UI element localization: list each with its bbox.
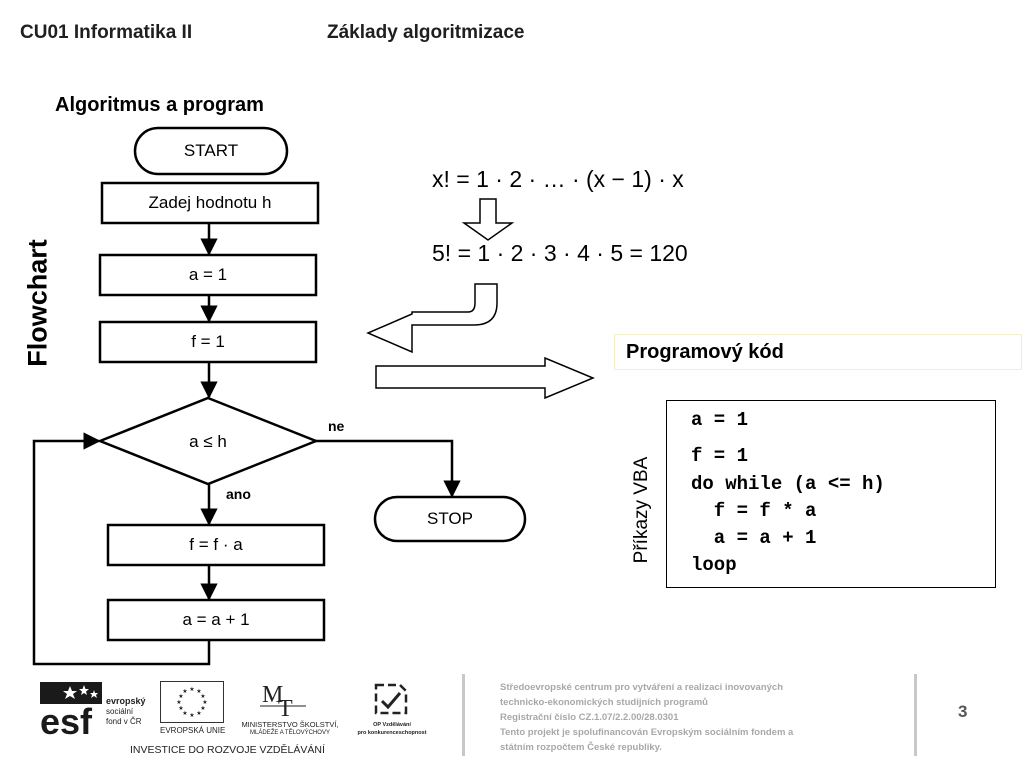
esf-text: evropský [106, 696, 146, 706]
footer-separator-right [914, 674, 917, 756]
program-code-title: Programový kód [614, 334, 1022, 370]
svg-text:★: ★ [178, 705, 183, 712]
start-label: START [183, 141, 239, 160]
svg-text:T: T [278, 696, 293, 718]
input-label: Zadej hodnotu h [148, 193, 272, 212]
down-arrow-icon [461, 198, 515, 241]
svg-text:★: ★ [202, 699, 207, 706]
svg-text:★: ★ [182, 688, 187, 695]
init-a-label: a = 1 [188, 265, 228, 284]
code-box: a = 1 f = 1 do while (a <= h) f = f * a … [666, 400, 996, 588]
factorial-example: 5! = 1 · 2 · 3 · 4 · 5 = 120 [432, 240, 688, 266]
eu-flag-icon: ★★★★ ★★★★ ★★★★ [160, 681, 224, 723]
section-title: Algoritmus a program [55, 94, 264, 116]
footer-line: Středoevropské centrum pro vytváření a r… [500, 682, 784, 693]
slogan-text: INVESTICE DO ROZVOJE VZDĚLÁVÁNÍ [130, 744, 325, 756]
footer-line: státním rozpočtem České republiky. [500, 742, 662, 753]
footer-line: Tento projekt je spolufinancován Evropsk… [500, 727, 794, 738]
init-f-box [98, 320, 318, 364]
step-a-label: a = a + 1 [182, 610, 250, 629]
arrow-cond-no-to-stop [316, 439, 461, 498]
condition-label: a ≤ h [189, 432, 227, 451]
svg-text:★: ★ [196, 710, 201, 717]
page-number: 3 [958, 702, 968, 721]
esf-logo-icon: esf [40, 682, 102, 742]
op-text-line1: OP Vzdělávání [373, 722, 411, 728]
code-line: loop [691, 554, 737, 576]
code-line: f = 1 [691, 445, 749, 467]
svg-text:★: ★ [196, 688, 201, 695]
input-box [100, 181, 320, 225]
svg-text:★: ★ [200, 693, 205, 700]
svg-text:★: ★ [189, 712, 194, 719]
right-arrow-icon [375, 356, 595, 400]
code-line: f = f * a [691, 500, 817, 522]
code-line: a = a + 1 [691, 527, 817, 549]
svg-text:M: M [262, 682, 283, 708]
svg-text:esf: esf [40, 701, 93, 736]
svg-text:★: ★ [200, 705, 205, 712]
code-line: do while (a <= h) [691, 473, 885, 495]
esf-text-line3: fond v ČR [106, 717, 142, 726]
no-label: ne [328, 418, 345, 434]
msmt-logo-icon: M T [258, 680, 308, 722]
start-terminal [133, 126, 289, 176]
msmt-text-line2: MLÁDEŽE A TĚLOVÝCHOVY [250, 730, 330, 736]
svg-text:★: ★ [176, 699, 181, 706]
footer-line: technicko-ekonomických studijních progra… [500, 697, 708, 708]
svg-text:★: ★ [182, 710, 187, 717]
stop-label: STOP [427, 509, 473, 528]
footer-separator-left [462, 674, 465, 756]
msmt-text-line1: MINISTERSTVO ŠKOLSTVÍ, [241, 720, 339, 729]
init-f-label: f = 1 [191, 332, 225, 351]
code-line: a = 1 [691, 409, 749, 431]
topic-title: Základy algoritmizace [327, 22, 525, 43]
op-logo-icon [370, 681, 412, 719]
loop-back-arrow [32, 432, 211, 666]
factorial-formula: x! = 1 · 2 · … · (x − 1) · x [432, 166, 684, 192]
footer-info: Středoevropské centrum pro vytváření a r… [500, 680, 900, 755]
op-text-line2: pro konkurenceschopnost [357, 730, 427, 736]
svg-text:★: ★ [189, 686, 194, 693]
vba-vertical-label: Příkazy VBA [631, 456, 652, 564]
course-title: CU01 Informatika II [20, 22, 193, 43]
step-f-label: f = f · a [189, 535, 243, 554]
footer-line: Registrační číslo CZ.1.07/2.2.00/28.0301 [500, 712, 679, 723]
curved-left-arrow-icon [366, 283, 498, 354]
svg-text:★: ★ [178, 693, 183, 700]
eu-text: EVROPSKÁ UNIE [160, 726, 226, 735]
esf-text-line2: sociální [106, 707, 134, 716]
yes-label: ano [226, 486, 251, 502]
